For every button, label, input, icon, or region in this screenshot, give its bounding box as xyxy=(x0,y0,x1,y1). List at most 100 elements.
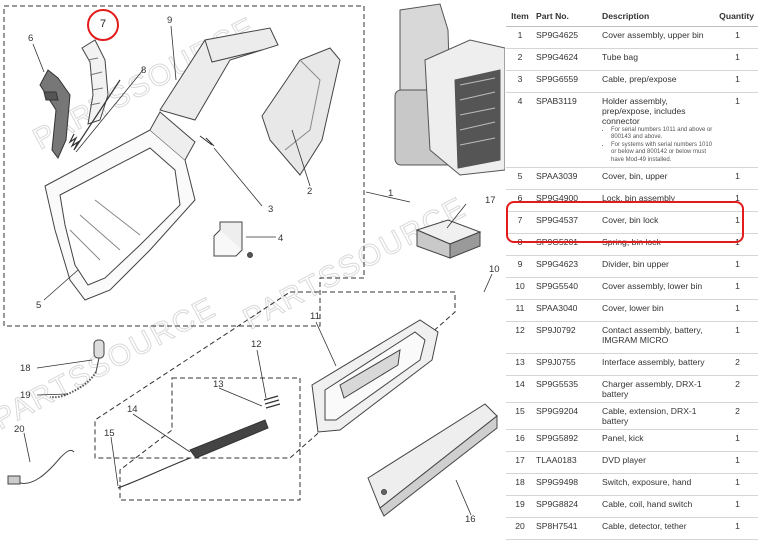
part-detector-tether xyxy=(7,449,75,485)
callout-labels: 1 2 3 4 5 6 8 9 10 11 12 13 14 15 16 17 … xyxy=(14,15,500,525)
row-notes: For serial numbers 1011 and above or 800… xyxy=(602,127,715,164)
row-description: Interface assembly, battery xyxy=(600,353,718,377)
row-part-no: SP8H7541 xyxy=(534,517,600,540)
row-quantity: 1 xyxy=(717,495,758,519)
row-description: Charger assembly, DRX-1 battery xyxy=(600,375,718,404)
callout-2: 2 xyxy=(307,186,312,197)
parts-table-header: Item Part No. Description Quantity xyxy=(506,6,758,27)
row-part-no: SP9G9498 xyxy=(534,473,600,497)
row-description: Cover, bin, upper xyxy=(600,167,718,191)
row-item: 1 xyxy=(506,26,534,49)
row-description: Panel, kick xyxy=(600,429,718,453)
row-quantity: 2 xyxy=(717,353,758,377)
row-quantity: 1 xyxy=(717,255,758,279)
row-part-no: SP9G5892 xyxy=(534,429,600,453)
row-item: 15 xyxy=(506,402,534,431)
row-description: Tube bag xyxy=(600,48,718,71)
row-part-no: SP9G9204 xyxy=(534,402,600,431)
callout-10: 10 xyxy=(489,264,500,275)
row-part-no: SPAA3039 xyxy=(534,167,600,191)
row-note: For systems with serial numbers 1010 or … xyxy=(611,142,715,164)
row-item: 5 xyxy=(506,167,534,191)
part-spring xyxy=(68,79,121,151)
callout-8: 8 xyxy=(141,65,146,76)
row-item: 17 xyxy=(506,451,534,475)
part-tube-bag xyxy=(261,47,341,176)
callout-18: 18 xyxy=(20,363,31,374)
row-item: 9 xyxy=(506,255,534,279)
row-description: Cable, coil, hand switch xyxy=(600,495,718,519)
main-unit-drawing xyxy=(394,3,505,176)
part-divider xyxy=(159,27,279,121)
part-extension-cable xyxy=(117,457,191,489)
part-cable-prep-expose xyxy=(199,135,215,147)
row-part-no: SP9G8824 xyxy=(534,495,600,519)
row-description: Lock, bin assembly xyxy=(600,189,718,213)
row-description: DVD player xyxy=(600,451,718,475)
row-item: 11 xyxy=(506,299,534,323)
part-upper-bin-cover xyxy=(44,111,196,301)
row-part-no: TLAA0183 xyxy=(534,451,600,475)
row-quantity: 2 xyxy=(717,375,758,404)
row-item: 14 xyxy=(506,375,534,404)
callout-7-highlighted: 7 xyxy=(87,9,119,41)
row-description-cell: Holder assembly, prep/expose, includes c… xyxy=(600,92,718,169)
part-kick-panel xyxy=(367,403,498,517)
svg-text:PARTSSOURCE: PARTSSOURCE xyxy=(0,291,222,436)
part-holder-assembly xyxy=(213,221,253,258)
row-description: Holder assembly, prep/expose, includes c… xyxy=(602,96,686,126)
row-part-no: SP9G4537 xyxy=(534,211,600,235)
row-item: 20 xyxy=(506,517,534,540)
row-quantity: 1 xyxy=(717,26,758,49)
part-coil-cable xyxy=(49,371,97,399)
row-quantity: 1 xyxy=(717,321,758,355)
row-quantity: 1 xyxy=(717,299,758,323)
row-part-no: SP9G4625 xyxy=(534,26,600,49)
row-quantity: 1 xyxy=(717,92,758,169)
row-part-no: SP9G4900 xyxy=(534,189,600,213)
row-item: 2 xyxy=(506,48,534,71)
row-note: For serial numbers 1011 and above or 800… xyxy=(611,127,715,142)
row-description: Cover assembly, upper bin xyxy=(600,26,718,49)
row-quantity: 1 xyxy=(717,277,758,301)
callout-11: 11 xyxy=(310,311,320,322)
table-row: 4 SPAB3119 Holder assembly, prep/expose,… xyxy=(506,92,758,169)
row-description: Switch, exposure, hand xyxy=(600,473,718,497)
row-quantity: 1 xyxy=(717,473,758,497)
row-item: 3 xyxy=(506,70,534,93)
row-quantity: 1 xyxy=(717,70,758,93)
header-part-no: Part No. xyxy=(534,6,600,27)
callout-13: 13 xyxy=(213,379,224,390)
callout-14: 14 xyxy=(127,404,138,415)
row-description: Cable, detector, tether xyxy=(600,517,718,540)
row-quantity: 2 xyxy=(717,402,758,431)
header-description: Description xyxy=(600,6,718,27)
row-item: 16 xyxy=(506,429,534,453)
row-description: Divider, bin upper xyxy=(600,255,718,279)
row-item: 19 xyxy=(506,495,534,519)
row-item: 13 xyxy=(506,353,534,377)
row-part-no: SP9G4624 xyxy=(534,48,600,71)
part-dvd-player xyxy=(415,219,482,259)
row-description: Contact assembly, battery, IMGRAM MICRO xyxy=(600,321,718,355)
row-quantity: 1 xyxy=(717,167,758,191)
header-item: Item xyxy=(506,6,534,27)
row-quantity: 1 xyxy=(717,48,758,71)
row-part-no: SP9J0755 xyxy=(534,353,600,377)
row-item: 18 xyxy=(506,473,534,497)
row-part-no: SP9G6559 xyxy=(534,70,600,93)
